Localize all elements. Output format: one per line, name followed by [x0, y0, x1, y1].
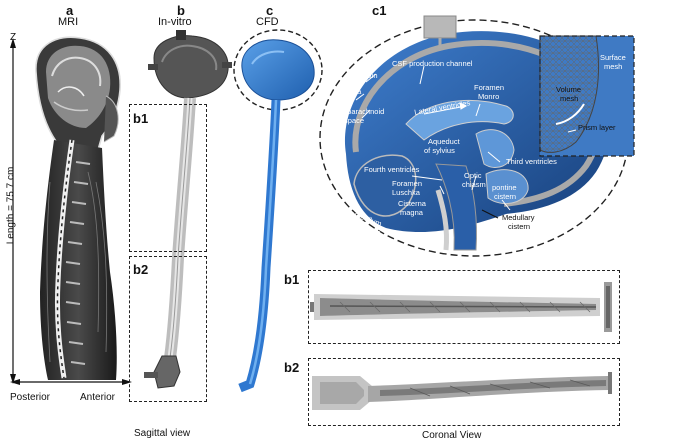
label-fourth-ventricles: Fourth ventricles: [364, 165, 420, 174]
box-b2-right: [308, 358, 620, 426]
label-third-ventricles: Third ventricles: [506, 157, 557, 166]
cfd-model-image: [233, 29, 323, 393]
label-b2-left: b2: [133, 262, 149, 277]
label-csf-production-channel: CSF production channel: [392, 59, 473, 68]
label-foramen-luschka-2: Luschka: [392, 188, 420, 197]
sagittal-view-caption: Sagittal view: [134, 428, 191, 439]
label-cisterna-2: magna: [400, 208, 423, 217]
label-optic-2: chiasm: [462, 180, 486, 189]
label-volume-mesh-2: mesh: [560, 94, 579, 103]
label-foramen-luschka-1: Foramen: [392, 179, 423, 188]
label-b1-left: b1: [133, 111, 149, 126]
label-b2-right: b2: [284, 360, 300, 375]
panel-title-cfd: CFD: [256, 16, 279, 28]
panel-letter-a: a: [66, 3, 74, 18]
label-medullary-1: Medullary: [502, 213, 535, 222]
in-vitro-model-image: [144, 30, 232, 389]
label-dura: Dura: [345, 87, 362, 96]
panel-title-mri: MRI: [58, 16, 79, 28]
label-cisterna-1: Cisterna: [398, 199, 426, 208]
label-pontine-1: pontine: [492, 183, 517, 192]
z-axis-label: Z: [10, 32, 17, 43]
label-medullary-2: cistern: [508, 222, 531, 231]
panel-letter-b: b: [177, 3, 185, 18]
panel-title-in-vitro: In-vitro: [158, 16, 192, 28]
label-aqueduct-1: Aqueduct: [428, 137, 460, 146]
label-surface-mesh-2: mesh: [604, 62, 623, 71]
coronal-view-b2-image: [312, 372, 612, 410]
label-brain: Brain: [360, 71, 378, 80]
label-aqueduct-2: of sylvius: [424, 146, 455, 155]
label-surface-mesh-1: Surface: [600, 53, 626, 62]
box-b2-left: [129, 256, 207, 402]
label-optic-1: Optic: [464, 171, 482, 180]
label-space: space: [344, 116, 365, 125]
posterior-anterior-arrow: [10, 379, 132, 385]
posterior-label: Posterior: [10, 392, 51, 403]
box-b1-right: [308, 270, 620, 344]
label-prism-layer: Prism layer: [578, 123, 616, 132]
label-b1-right: b1: [284, 272, 300, 287]
box-b1-left: [129, 104, 207, 252]
anterior-label: Anterior: [80, 392, 116, 403]
label-c1: c1: [372, 3, 387, 18]
coronal-view-caption: Coronal View: [422, 430, 482, 441]
mri-sagittal-image: [35, 36, 121, 380]
label-subarachnoid: Subarachnoid: [338, 107, 385, 116]
length-label: Length = 75.7 cm: [5, 166, 17, 245]
panel-letter-c: c: [266, 3, 274, 18]
label-foramen-monro-2: Monro: [478, 92, 500, 101]
label-volume-mesh-1: Volume: [556, 85, 582, 94]
ventricle-detail-image: [319, 15, 635, 257]
label-pontine-2: cistern: [494, 192, 517, 201]
coronal-view-b1-image: [310, 282, 612, 332]
label-foramen-monro-1: Foramen: [474, 83, 505, 92]
z-axis: [10, 38, 16, 384]
